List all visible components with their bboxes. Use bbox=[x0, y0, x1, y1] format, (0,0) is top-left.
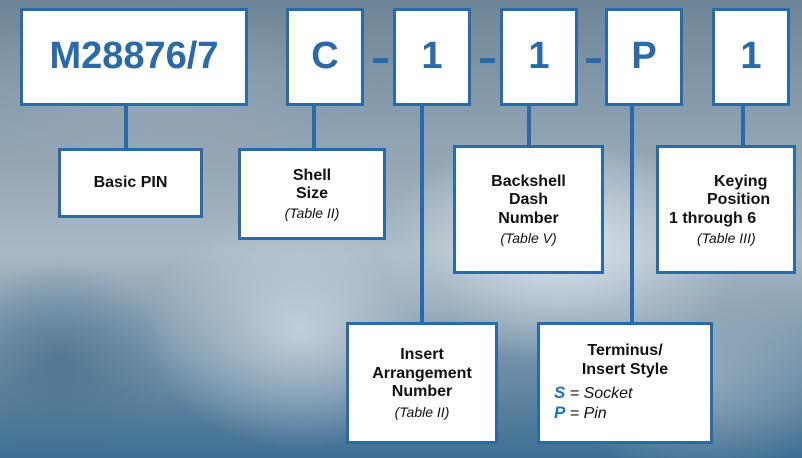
label-keying-ref: (Table III) bbox=[697, 230, 756, 247]
label-basic-pin-title: Basic PIN bbox=[93, 173, 168, 191]
code-keying-text: 1 bbox=[740, 35, 762, 78]
terminus-option-socket-text: = Socket bbox=[565, 385, 633, 402]
code-basic-pin: M28876/7 bbox=[20, 8, 248, 106]
code-backshell-dash: 1 bbox=[500, 8, 578, 106]
label-shell-size-line2: Size bbox=[295, 184, 328, 202]
label-backshell-line3: Number bbox=[498, 209, 559, 227]
connector-terminus bbox=[630, 104, 634, 326]
label-keying-line3: 1 through 6 bbox=[669, 209, 757, 227]
code-backshell-dash-text: 1 bbox=[528, 35, 550, 78]
separator-dash bbox=[373, 58, 388, 63]
label-insert-ref: (Table II) bbox=[394, 403, 450, 420]
terminus-option-pin-text: = Pin bbox=[565, 405, 607, 423]
label-terminus-line2: Insert Style bbox=[581, 360, 669, 378]
label-insert-arrangement: Insert Arrangement Number (Table II) bbox=[346, 322, 498, 444]
label-insert-line3: Number bbox=[391, 383, 453, 401]
label-terminus: Terminus/ Insert Style S = Socket P = Pi… bbox=[537, 322, 713, 444]
separator-dash bbox=[480, 58, 495, 63]
code-insert-arrangement-text: 1 bbox=[421, 35, 443, 78]
label-keying-line2: Position bbox=[707, 191, 771, 209]
connector-shell-size bbox=[312, 104, 316, 170]
code-terminus-text: P bbox=[631, 35, 657, 78]
separator-dash bbox=[586, 58, 601, 63]
label-shell-size-line1: Shell bbox=[292, 166, 332, 184]
label-backshell-ref: (Table V) bbox=[500, 230, 557, 247]
terminus-option-socket: S = Socket bbox=[554, 383, 633, 403]
terminus-option-pin: P = Pin bbox=[554, 403, 607, 423]
connector-keying bbox=[741, 104, 745, 146]
label-terminus-line1: Terminus/ bbox=[587, 342, 663, 360]
label-backshell-line1: Backshell bbox=[491, 172, 566, 190]
label-insert-line1: Insert bbox=[400, 346, 444, 364]
label-keying-line1: Keying bbox=[714, 172, 768, 190]
code-terminus: P bbox=[605, 8, 683, 106]
connector-insert-arrangement bbox=[420, 104, 424, 326]
label-backshell: Backshell Dash Number (Table V) bbox=[453, 145, 604, 274]
label-keying: Keying Position 1 through 6 (Table III) bbox=[656, 145, 796, 274]
label-backshell-line2: Dash bbox=[508, 191, 549, 209]
label-insert-line2: Arrangement bbox=[372, 364, 472, 382]
connector-basic-pin bbox=[124, 104, 128, 170]
connector-backshell bbox=[527, 104, 531, 146]
code-shell-size-text: C bbox=[311, 35, 339, 78]
label-basic-pin: Basic PIN bbox=[58, 148, 203, 218]
code-keying: 1 bbox=[712, 8, 790, 106]
code-insert-arrangement: 1 bbox=[393, 8, 471, 106]
terminus-option-pin-letter: P bbox=[554, 403, 566, 423]
terminus-option-socket-letter: S bbox=[554, 383, 566, 402]
code-shell-size: C bbox=[286, 8, 364, 106]
code-basic-pin-text: M28876/7 bbox=[49, 35, 219, 78]
label-shell-size-ref: (Table II) bbox=[284, 205, 340, 222]
label-shell-size: Shell Size (Table II) bbox=[238, 148, 386, 240]
